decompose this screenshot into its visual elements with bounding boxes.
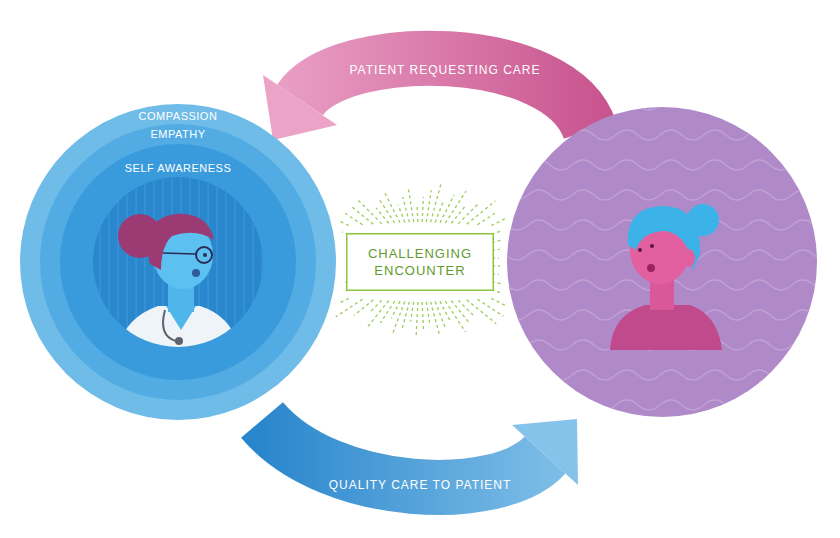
doctor-figure — [118, 214, 240, 350]
stethoscope-head — [175, 337, 183, 345]
patient-circle — [507, 107, 817, 417]
encounter-box: CHALLENGING ENCOUNTER — [346, 233, 494, 291]
burst-ray — [467, 300, 497, 324]
burst-ray — [402, 302, 409, 328]
patient-cheek — [647, 264, 655, 272]
doctor-hair-bun — [118, 214, 162, 258]
burst-ray — [380, 200, 395, 223]
patient-figure — [610, 204, 722, 350]
doctor-cheek — [192, 269, 200, 277]
burst-ray — [369, 300, 382, 313]
burst-ray — [491, 219, 504, 226]
burst-ray — [352, 207, 374, 225]
burst-ray — [422, 197, 423, 222]
burst-ray — [431, 302, 440, 337]
burst-ray — [398, 205, 405, 223]
ring-label: COMPASSION — [136, 110, 221, 123]
self-awareness-ring: SELF AWARENESS — [60, 144, 296, 380]
encounter-box-outline — [346, 233, 494, 291]
encounter-box-rect — [347, 234, 494, 291]
burst-ray — [435, 302, 445, 329]
patient-eye — [638, 248, 642, 252]
burst-ray — [357, 199, 382, 224]
ring-label: SELF AWARENESS — [122, 162, 234, 175]
burst-ray — [451, 205, 465, 223]
care-arrow-band — [262, 420, 545, 487]
burst-ray — [477, 213, 495, 225]
doctor-neck — [168, 280, 194, 312]
burst-ray — [391, 301, 400, 318]
doctor-hair — [148, 214, 214, 270]
burst-ray — [426, 302, 429, 323]
burst-ray — [339, 298, 349, 303]
burst-ray — [345, 213, 363, 224]
burst-ray — [440, 301, 450, 321]
doctor-disc — [93, 177, 263, 347]
empathy-ring: SELF AWARENESS EMPATHY — [40, 124, 316, 400]
burst-ray — [422, 302, 423, 330]
burst-ray — [451, 301, 470, 324]
doctor-ear — [152, 251, 164, 269]
burst-ray — [491, 298, 505, 305]
compassion-ring: SELF AWARENESS EMPATHY COMPASSION — [20, 104, 336, 420]
burst-ray — [354, 300, 373, 316]
request-arrow-head — [263, 75, 337, 140]
arrow-label: PATIENT REQUESTING CARE — [349, 63, 540, 77]
burst-ray — [409, 189, 414, 222]
request-arrow-band — [300, 58, 590, 130]
burst-ray — [431, 185, 441, 223]
patient-hair — [628, 206, 700, 270]
burst-ray — [435, 200, 444, 222]
burst-ray — [368, 301, 389, 327]
burst-ray — [458, 300, 474, 316]
arrow-label: QUALITY CARE TO PATIENT — [329, 478, 512, 492]
burst-ray — [380, 301, 394, 323]
burst-ray — [426, 190, 431, 222]
self-awareness-ring-outline — [60, 144, 296, 380]
doctor-coat — [118, 306, 240, 350]
patient-bust — [610, 305, 722, 350]
burst-ray — [336, 299, 363, 316]
doctor-collar — [166, 306, 196, 330]
patient-eye — [650, 244, 654, 248]
glasses-arm — [163, 253, 196, 254]
doctor-glasses — [196, 247, 212, 263]
burst-ray — [445, 301, 465, 332]
stethoscope — [163, 310, 176, 341]
self-awareness-ring-disc — [60, 144, 296, 380]
compassion-ring-disc — [20, 104, 336, 420]
burst-ray — [416, 302, 418, 337]
doctor-disc-stripes — [93, 177, 263, 347]
burst-ray — [440, 195, 454, 223]
burst-ray — [376, 208, 389, 224]
care-arrow-head — [512, 419, 578, 485]
doctor-eye — [203, 253, 207, 257]
burst-ray — [416, 204, 418, 222]
burst-ray — [393, 302, 405, 334]
box-label: CHALLENGING ENCOUNTER — [360, 245, 480, 279]
burst-rays — [336, 185, 506, 337]
patient-circle-texture — [507, 107, 817, 417]
burst-ray — [385, 192, 400, 222]
doctor-head — [153, 221, 213, 289]
patient-ear — [683, 249, 695, 267]
burst-ray — [458, 203, 479, 224]
burst-ray — [477, 299, 503, 316]
ring-label: EMPATHY — [147, 128, 208, 141]
burst-ray — [403, 197, 410, 222]
burst-ray — [411, 302, 414, 322]
empathy-ring-disc — [40, 124, 316, 400]
burst-ray — [467, 201, 496, 224]
burst-ray — [340, 221, 349, 226]
